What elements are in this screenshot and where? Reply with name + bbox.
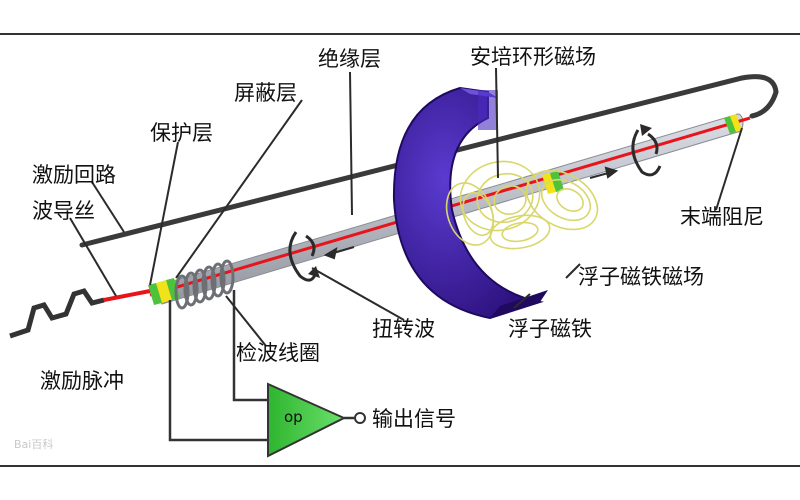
leader-lines: [69, 67, 743, 347]
label-float-magnet: 浮子磁铁: [508, 317, 592, 341]
pickup-coil: [174, 259, 235, 310]
label-end-damper: 末端阻尼: [680, 205, 764, 229]
op-amp: [267, 382, 347, 458]
label-insulation-layer: 绝缘层: [318, 47, 381, 71]
label-pickup-coil: 检波线圈: [236, 341, 320, 365]
waveguide-wire: [103, 289, 151, 302]
excitation-pulse-waveform: [9, 288, 105, 339]
torsion-arrow-right: [631, 124, 662, 177]
label-ampere-ring-field: 安培环形磁场: [470, 45, 596, 69]
torsion-arrow-left: [288, 231, 320, 282]
label-excitation-pulse: 激励脉冲: [40, 369, 124, 393]
label-waveguide-wire: 波导丝: [32, 199, 95, 223]
label-excitation-loop: 激励回路: [32, 163, 116, 187]
label-output-signal: 输出信号: [372, 407, 456, 431]
excitation-loop-wire: [79, 74, 779, 248]
wave-direction-arrows: [323, 166, 619, 260]
label-float-magnet-field: 浮子磁铁磁场: [578, 265, 704, 289]
label-protective-layer: 保护层: [150, 121, 213, 145]
output-terminal: [354, 412, 366, 424]
label-torsional-wave: 扭转波: [372, 317, 435, 341]
label-shield-layer: 屏蔽层: [234, 81, 297, 105]
op-amp-label: op: [284, 408, 303, 426]
watermark-text: Bai百科: [14, 437, 53, 451]
